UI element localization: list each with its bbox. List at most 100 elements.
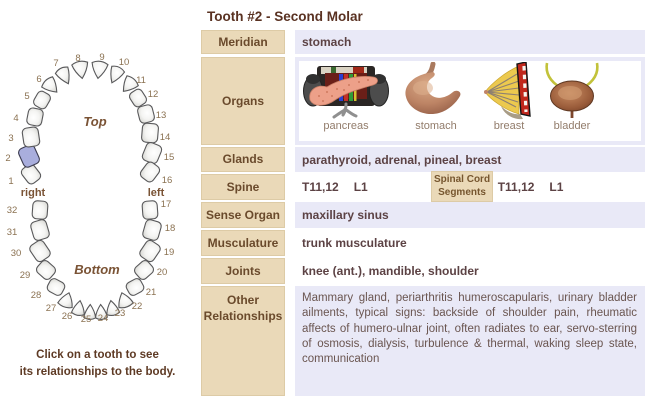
spine-right-thoracic: T11,12 [497, 180, 535, 194]
tooth-13[interactable] [137, 104, 156, 124]
tooth-29[interactable] [35, 259, 58, 281]
top-arch-label: Top [83, 114, 106, 129]
tooth-25[interactable] [83, 303, 97, 320]
organ-stomach: stomach [391, 62, 481, 132]
tooth-2[interactable] [17, 143, 41, 168]
organ-pancreas: pancreas [301, 62, 391, 132]
sense-organ-value: maxillary sinus [295, 202, 645, 228]
tooth-number-16: 16 [162, 175, 173, 186]
instruction-line1: Click on a tooth to see [36, 349, 159, 361]
tooth-31[interactable] [30, 219, 51, 242]
tooth-number-8: 8 [75, 53, 80, 64]
tooth-14[interactable] [141, 122, 159, 144]
tooth-number-22: 22 [132, 301, 143, 312]
tooth-number-1: 1 [8, 176, 13, 187]
sense-organ-label: Sense Organ [201, 202, 285, 228]
joints-value: knee (ant.), mandible, shoulder [302, 264, 479, 278]
bottom-arch-label: Bottom [74, 262, 120, 277]
right-side-label: right [21, 187, 46, 199]
tooth-number-25: 25 [81, 314, 92, 325]
tooth-number-24: 24 [98, 313, 109, 324]
tooth-number-19: 19 [164, 247, 175, 258]
tooth-28[interactable] [46, 277, 67, 297]
tooth-number-21: 21 [146, 287, 157, 298]
tooth-17[interactable] [141, 200, 159, 220]
tooth-number-6: 6 [36, 74, 41, 85]
tooth-number-2: 2 [5, 153, 10, 164]
breast-image [484, 62, 531, 120]
tooth-19[interactable] [138, 239, 162, 264]
spine-left-thoracic: T11,12 [302, 180, 339, 194]
tooth-20[interactable] [133, 259, 156, 281]
tooth-7[interactable] [54, 66, 70, 85]
tooth-number-32: 32 [7, 205, 18, 216]
tooth-number-17: 17 [161, 199, 172, 210]
tooth-11[interactable] [122, 75, 139, 92]
stomach-image [405, 62, 461, 115]
tooth-5[interactable] [32, 90, 52, 111]
tooth-number-26: 26 [62, 311, 73, 322]
tooth-10[interactable] [110, 65, 126, 84]
tooth-26[interactable] [70, 299, 85, 317]
spinal-cord-segments-box: Spinal Cord Segments [431, 171, 493, 202]
organs-strip: pancreas [299, 61, 641, 141]
tooth-24[interactable] [94, 303, 109, 320]
tooth-22[interactable] [118, 292, 134, 309]
scs-line2: Segments [438, 186, 486, 198]
row-joints: Joints knee (ant.), mandible, shoulder [201, 258, 645, 284]
tooth-6[interactable] [41, 76, 58, 93]
tooth-21[interactable] [125, 277, 146, 297]
tooth-15[interactable] [141, 141, 163, 165]
row-organs: Organs [201, 57, 645, 145]
bladder-image [545, 62, 599, 118]
instruction-text: Click on a tooth to see its relationship… [0, 347, 195, 380]
tooth-number-28: 28 [31, 290, 42, 301]
tooth-number-10: 10 [119, 57, 130, 68]
organ-bladder: bladder [537, 62, 607, 132]
row-other-relationships: Other Relationships Mammary gland, peria… [201, 286, 645, 396]
row-musculature: Musculature trunk musculature [201, 230, 645, 256]
tooth-32[interactable] [31, 200, 49, 220]
tooth-18[interactable] [142, 219, 163, 242]
tooth-8[interactable] [71, 60, 89, 80]
tooth-number-29: 29 [20, 270, 31, 281]
tooth-number-7: 7 [53, 58, 58, 69]
tooth-number-13: 13 [156, 110, 167, 121]
tooth-4[interactable] [26, 107, 44, 127]
organ-breast: breast [481, 62, 537, 132]
tooth-9[interactable] [91, 60, 109, 80]
tooth-number-20: 20 [157, 267, 168, 278]
tooth-16[interactable] [139, 160, 162, 183]
relationships-panel: Tooth #2 - Second Molar Meridian stomach… [201, 0, 645, 398]
tooth-3[interactable] [21, 126, 41, 148]
scs-line1: Spinal Cord [433, 174, 491, 185]
spine-label: Spine [201, 174, 285, 200]
tooth-27[interactable] [57, 292, 73, 309]
tooth-number-14: 14 [160, 132, 171, 143]
tooth-23[interactable] [106, 299, 121, 317]
musculature-value: trunk musculature [302, 236, 407, 250]
tooth-12[interactable] [128, 87, 148, 108]
glands-value: parathyroid, adrenal, pineal, breast [295, 147, 645, 172]
tooth-number-11: 11 [136, 75, 146, 86]
tooth-30[interactable] [28, 239, 52, 264]
tooth-number-18: 18 [165, 223, 176, 234]
spine-right-lumbar: L1 [549, 180, 564, 194]
tooth-number-30: 30 [11, 248, 22, 259]
tooth-number-12: 12 [148, 89, 159, 100]
spine-value: T11,12 L1 Spinal Cord Segments T11,12 L1 [295, 171, 645, 202]
glands-label: Glands [201, 147, 285, 172]
tooth-number-23: 23 [115, 308, 126, 319]
tooth-number-5: 5 [24, 91, 29, 102]
other-relationships-label: Other Relationships [201, 286, 285, 396]
spine-left-lumbar: L1 [353, 180, 368, 194]
row-spine: Spine T11,12 L1 Spinal Cord Segments T11… [201, 171, 645, 202]
tooth-number-9: 9 [99, 52, 104, 63]
organ-caption-stomach: stomach [415, 120, 457, 132]
organ-caption-breast: breast [493, 120, 525, 132]
tooth-number-3: 3 [8, 133, 13, 144]
left-side-label: left [148, 187, 165, 199]
